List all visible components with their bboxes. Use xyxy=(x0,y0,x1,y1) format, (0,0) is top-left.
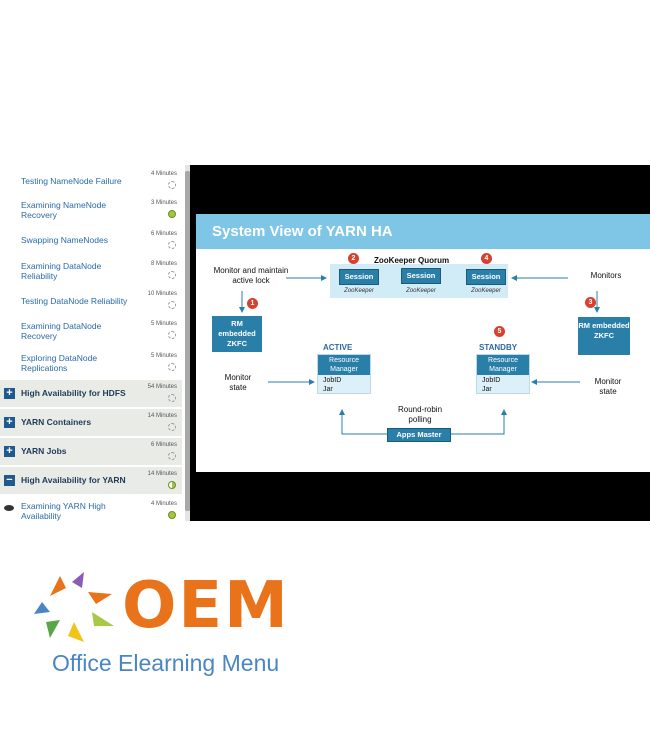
step-badge: 3 xyxy=(585,297,596,308)
left-monitor-note: Monitor and maintain active lock xyxy=(213,266,289,285)
collapse-icon[interactable]: − xyxy=(4,475,15,486)
lesson-title: Exploring DataNode Replications xyxy=(21,353,98,373)
lesson-duration: 4 Minutes xyxy=(150,501,177,507)
expand-icon[interactable]: + xyxy=(4,417,15,428)
lesson-item[interactable]: Exploring DataNode Replications 5 Minute… xyxy=(0,353,188,381)
left-monitor-state: Monitor state xyxy=(224,373,252,392)
arrows-logo-icon xyxy=(34,572,114,642)
right-monitor-state: Monitor state xyxy=(594,377,622,396)
jobid-label: JobID xyxy=(323,377,342,384)
current-lesson-marker-icon xyxy=(4,505,14,511)
not-started-status-icon xyxy=(168,241,176,249)
lesson-title: Examining YARN High Availability xyxy=(21,501,106,521)
lesson-duration: 6 Minutes xyxy=(150,231,177,237)
right-rm-zkfc-block: RM embedded ZKFC xyxy=(578,317,630,355)
section-title: YARN Containers xyxy=(21,417,92,427)
step-badge: 5 xyxy=(494,326,505,337)
lesson-duration: 3 Minutes xyxy=(150,200,177,206)
lesson-title: Testing NameNode Failure xyxy=(21,176,122,186)
active-resource-manager: Resource Manager JobID Jar xyxy=(317,354,371,394)
section-yarn-containers[interactable]: + YARN Containers 14 Minutes xyxy=(0,408,182,436)
lesson-duration: 5 Minutes xyxy=(150,353,177,359)
resource-manager-title: Resource Manager xyxy=(318,355,370,375)
lesson-item[interactable]: Examining NameNode Recovery 3 Minutes xyxy=(0,200,188,228)
lesson-item[interactable]: Testing NameNode Failure 4 Minutes xyxy=(0,171,188,199)
lesson-duration: 8 Minutes xyxy=(150,261,177,267)
not-started-status-icon xyxy=(168,181,176,189)
not-started-status-icon xyxy=(168,452,176,460)
section-duration: 54 Minutes xyxy=(147,384,177,390)
brand-text: OEM xyxy=(122,569,290,643)
zookeeper-label: ZooKeeper xyxy=(344,288,374,294)
not-started-status-icon xyxy=(168,394,176,402)
lesson-item[interactable]: Examining DataNode Recovery 5 Minutes xyxy=(0,321,188,349)
lesson-title: Testing DataNode Reliability xyxy=(21,296,128,306)
zookeeper-label: ZooKeeper xyxy=(406,288,436,294)
brand-tagline: Office Elearning Menu xyxy=(52,650,280,676)
jar-label: Jar xyxy=(482,386,492,393)
oem-logo: OEM Office Elearning Menu xyxy=(30,568,300,688)
not-started-status-icon xyxy=(168,423,176,431)
expand-icon[interactable]: + xyxy=(4,388,15,399)
step-badge: 2 xyxy=(348,253,359,264)
section-title: High Availability for HDFS xyxy=(21,388,126,398)
session-box: Session xyxy=(339,269,379,285)
zookeeper-label: ZooKeeper xyxy=(471,288,501,294)
slide-frame: System View of YARN HA Monitor and maint… xyxy=(196,214,650,472)
expand-icon[interactable]: + xyxy=(4,446,15,457)
step-badge: 1 xyxy=(247,298,258,309)
not-started-status-icon xyxy=(168,271,176,279)
section-high-availability-hdfs[interactable]: + High Availability for HDFS 54 Minutes xyxy=(0,379,182,407)
lesson-item[interactable]: Testing DataNode Reliability 10 Minutes xyxy=(0,291,188,319)
lesson-title: Examining DataNode Recovery xyxy=(21,321,102,341)
diagram-arrows xyxy=(239,275,600,435)
session-box: Session xyxy=(466,269,506,285)
slide-title: System View of YARN HA xyxy=(212,223,393,240)
lesson-item[interactable]: Swapping NameNodes 6 Minutes xyxy=(0,231,188,259)
scrollbar-thumb[interactable] xyxy=(185,171,190,511)
lesson-duration: 5 Minutes xyxy=(150,321,177,327)
section-title: High Availability for YARN xyxy=(21,475,126,485)
completed-status-icon xyxy=(168,210,176,218)
standby-resource-manager: Resource Manager JobID Jar xyxy=(476,354,530,394)
section-title: YARN Jobs xyxy=(21,446,67,456)
left-rm-zkfc-block: RM embedded ZKFC xyxy=(212,316,262,352)
slide-header: System View of YARN HA xyxy=(196,214,650,249)
current-lesson-item[interactable]: Examining YARN High Availability 4 Minut… xyxy=(0,501,188,521)
lesson-duration: 4 Minutes xyxy=(150,171,177,177)
course-outline-sidebar: Testing NameNode Failure 4 Minutes Exami… xyxy=(0,165,188,521)
lesson-title: Examining DataNode Reliability xyxy=(21,261,102,281)
resource-manager-title: Resource Manager xyxy=(477,355,529,375)
jar-label: Jar xyxy=(323,386,333,393)
section-duration: 14 Minutes xyxy=(147,413,177,419)
not-started-status-icon xyxy=(168,363,176,371)
session-box: Session xyxy=(401,268,441,284)
in-progress-status-icon xyxy=(168,481,176,489)
step-badge: 4 xyxy=(481,253,492,264)
sidebar-scrollbar[interactable] xyxy=(185,165,190,521)
polling-label: Round-robin polling xyxy=(397,405,443,424)
lesson-item[interactable]: Examining DataNode Reliability 8 Minutes xyxy=(0,261,188,289)
section-high-availability-yarn[interactable]: − High Availability for YARN 14 Minutes xyxy=(0,466,182,494)
video-player[interactable]: System View of YARN HA Monitor and maint… xyxy=(190,165,650,521)
section-duration: 14 Minutes xyxy=(147,471,177,477)
lesson-duration: 10 Minutes xyxy=(147,291,177,297)
not-started-status-icon xyxy=(168,301,176,309)
lesson-title: Examining NameNode Recovery xyxy=(21,200,107,220)
section-duration: 6 Minutes xyxy=(150,442,177,448)
completed-status-icon xyxy=(168,511,176,519)
jobid-label: JobID xyxy=(482,377,501,384)
right-monitor-note: Monitors xyxy=(590,271,622,280)
quorum-title: ZooKeeper Quorum xyxy=(374,256,450,265)
not-started-status-icon xyxy=(168,331,176,339)
lesson-title: Swapping NameNodes xyxy=(21,235,108,245)
section-yarn-jobs[interactable]: + YARN Jobs 6 Minutes xyxy=(0,437,182,465)
apps-master-box: Apps Master xyxy=(387,428,451,442)
standby-label: STANDBY xyxy=(479,343,518,352)
active-label: ACTIVE xyxy=(323,343,353,352)
